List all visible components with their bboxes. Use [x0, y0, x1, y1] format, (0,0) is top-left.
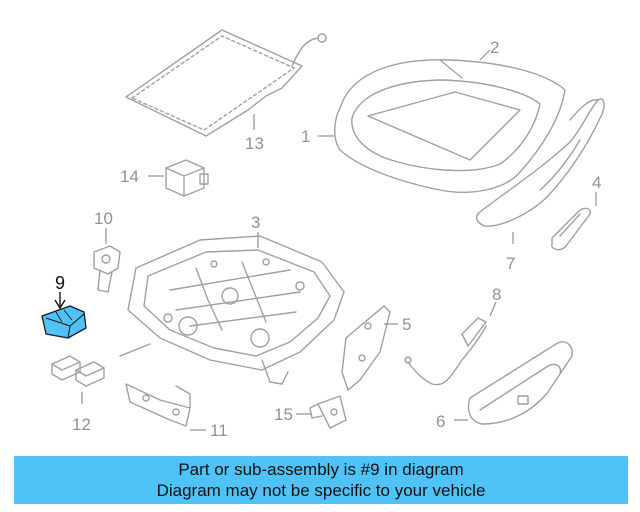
callout-3[interactable]: 3: [251, 213, 260, 232]
part-6-outer-side-shield[interactable]: [467, 341, 573, 425]
callout-14[interactable]: 14: [120, 167, 139, 186]
callout-4[interactable]: 4: [592, 173, 601, 192]
callout-15[interactable]: 15: [274, 405, 293, 424]
callout-10[interactable]: 10: [94, 209, 113, 228]
part-5-side-panel[interactable]: [341, 305, 391, 391]
callout-1[interactable]: 1: [301, 127, 310, 146]
part-11-bracket[interactable]: [125, 383, 191, 427]
part-15-hinge-bracket[interactable]: [309, 395, 347, 429]
callout-6[interactable]: 6: [436, 412, 445, 431]
banner-line-2: Diagram may not be specific to your vehi…: [156, 481, 486, 500]
callout-7[interactable]: 7: [506, 254, 515, 273]
part-8-cable[interactable]: [404, 317, 487, 386]
part-12-clip-set[interactable]: [51, 355, 105, 387]
part-13-seat-heater-pad[interactable]: [125, 29, 327, 137]
callout-9[interactable]: 9: [55, 273, 65, 293]
callout-5[interactable]: 5: [402, 315, 411, 334]
parts-diagram: 13 1 2 7 4 14 10: [41, 29, 605, 440]
part-7-side-shield[interactable]: [475, 98, 605, 227]
info-banner: Part or sub-assembly is #9 in diagram Di…: [14, 456, 628, 504]
callout-11[interactable]: 11: [210, 421, 228, 440]
part-4-switch-bezel[interactable]: [551, 207, 591, 251]
callout-8[interactable]: 8: [492, 285, 501, 304]
part-1-seat-cushion[interactable]: [334, 59, 566, 193]
part-3-seat-frame[interactable]: [119, 235, 345, 385]
part-9-highlighted-trim[interactable]: [41, 305, 87, 339]
banner-line-1: Part or sub-assembly is #9 in diagram: [178, 460, 464, 479]
part-14-control-module[interactable]: [165, 159, 209, 197]
callout-12[interactable]: 12: [72, 415, 91, 434]
callout-2[interactable]: 2: [490, 38, 499, 57]
part-10-bracket-clip[interactable]: [93, 245, 121, 293]
callout-13[interactable]: 13: [245, 134, 264, 153]
